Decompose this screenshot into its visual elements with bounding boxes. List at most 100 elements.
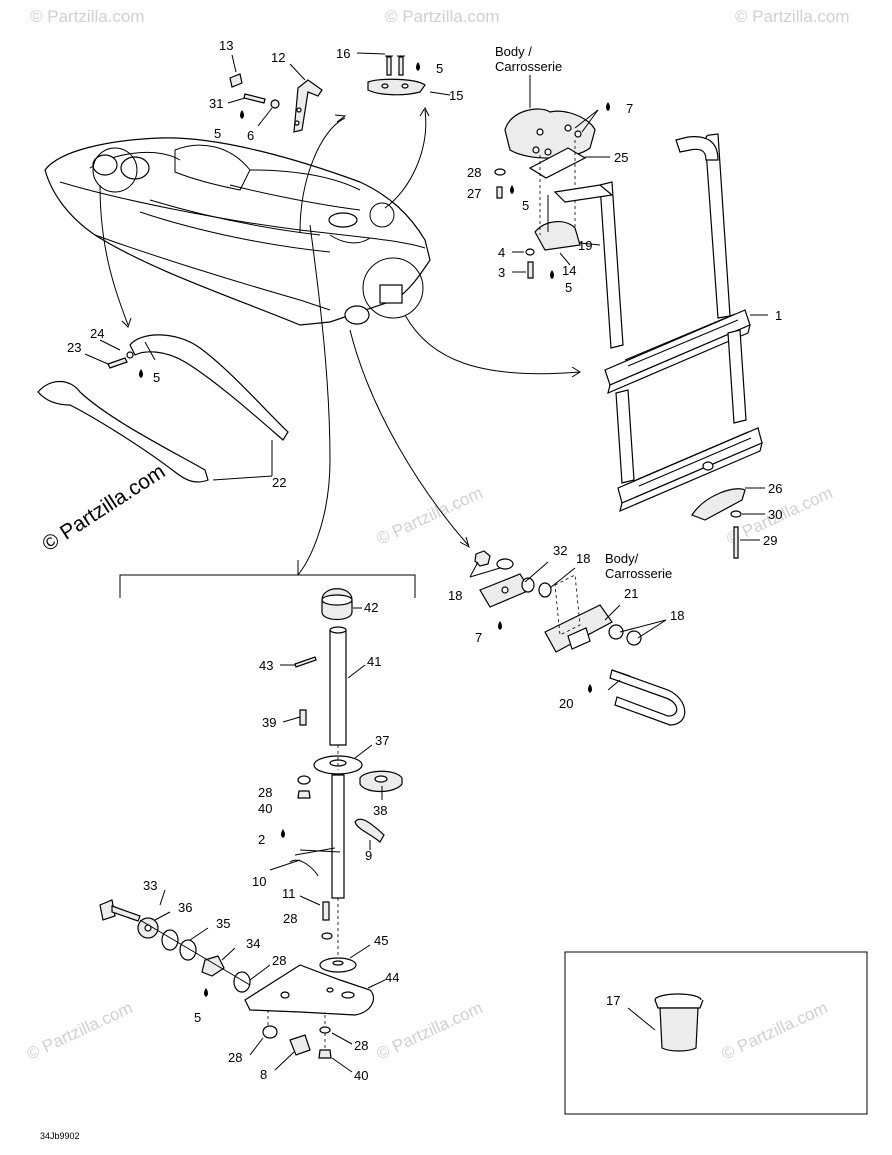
- callout: 16: [336, 46, 350, 61]
- part-36-gear: [137, 917, 159, 939]
- callout: 18: [670, 608, 684, 623]
- part-39-screw: [299, 709, 307, 726]
- part-34-nut: [201, 955, 225, 977]
- callout: 9: [365, 848, 372, 863]
- group-bracket: [119, 574, 416, 598]
- callout: 5: [565, 280, 572, 295]
- callout: 28: [467, 165, 481, 180]
- part-1-ladder: [553, 133, 763, 513]
- part-36-post-lower: [331, 774, 345, 899]
- boat-illustration: [44, 137, 431, 326]
- label-leaders: [84, 52, 768, 1073]
- part-44-base-plate: [244, 964, 375, 1016]
- part-28-8-washer-nut: [262, 1025, 332, 1059]
- callout: 7: [626, 101, 633, 116]
- part-17-box: [564, 951, 868, 1115]
- callout: 7: [475, 630, 482, 645]
- callout: 28: [283, 911, 297, 926]
- callout-labels: 13 12 31 5 6 16 5 15 7 25 28 27 5 19 4 3…: [67, 38, 782, 1083]
- callout: 40: [258, 801, 272, 816]
- callout: 27: [467, 186, 481, 201]
- callout: 28: [354, 1038, 368, 1053]
- callout: 26: [768, 481, 782, 496]
- callout: 40: [354, 1068, 368, 1083]
- watermark: © Partzilla.com: [735, 7, 850, 26]
- callout: 11: [282, 886, 296, 901]
- callout: 20: [559, 696, 573, 711]
- callout: 5: [436, 61, 443, 76]
- callout: 14: [562, 263, 576, 278]
- callout: 12: [271, 50, 285, 65]
- body-label-line1: Body /: [495, 44, 532, 59]
- watermark: © Partzilla.com: [374, 483, 486, 549]
- part-43-pin: [294, 656, 317, 668]
- callout: 43: [259, 658, 273, 673]
- part-28-40-washer-nut: [297, 775, 311, 799]
- callout: 39: [262, 715, 276, 730]
- part-35-washers: [161, 929, 197, 961]
- part-10-spring: [289, 847, 336, 877]
- part-16-screws: [385, 55, 405, 76]
- callout: 8: [260, 1067, 267, 1082]
- part-45-flange: [319, 957, 357, 973]
- small-fasteners-left: [494, 168, 535, 279]
- body-label-top: Body / Carrosserie: [495, 44, 562, 74]
- watermark: © Partzilla.com: [24, 998, 136, 1064]
- callout: 33: [143, 878, 157, 893]
- callout: 18: [576, 551, 590, 566]
- callout: 4: [498, 245, 505, 260]
- sealant-drop-icons: [139, 62, 610, 997]
- part-15-cleat: [367, 78, 426, 96]
- part-26-bumper: [691, 488, 746, 521]
- watermark: © Partzilla.com: [385, 7, 500, 26]
- callout: 1: [775, 308, 782, 323]
- body-panel-outline: [554, 574, 581, 636]
- part-11-screw: [322, 901, 330, 921]
- part-41-post: [329, 626, 347, 746]
- callout: 28: [272, 953, 286, 968]
- callout: 6: [247, 128, 254, 143]
- copyright-text: © Partzilla.com: [38, 460, 169, 556]
- callout: 15: [449, 88, 463, 103]
- part-20-u-bolt: [609, 669, 686, 726]
- part-33-bolt: [99, 899, 141, 922]
- part-12-cleat-bracket: [293, 79, 323, 133]
- callout: 18: [448, 588, 462, 603]
- body-label-line2: Carrosserie: [605, 566, 672, 581]
- callout: 10: [252, 874, 266, 889]
- watermark: © Partzilla.com: [719, 998, 831, 1064]
- callout: 31: [209, 96, 223, 111]
- part-17-cup: [654, 993, 704, 1052]
- body-label-line2: Carrosserie: [495, 59, 562, 74]
- callout: 21: [624, 586, 638, 601]
- part-9-lever: [354, 818, 385, 843]
- callout: 3: [498, 265, 505, 280]
- callout: 45: [374, 933, 388, 948]
- callout: 5: [522, 198, 529, 213]
- callout: 32: [553, 543, 567, 558]
- watermark: © Partzilla.com: [30, 7, 145, 26]
- part-22-rails: [37, 334, 289, 483]
- callout: 13: [219, 38, 233, 53]
- callout: 24: [90, 326, 104, 341]
- callout: 44: [385, 970, 399, 985]
- callout: 25: [614, 150, 628, 165]
- callout: 42: [364, 600, 378, 615]
- body-label-mid: Body/ Carrosserie: [605, 551, 672, 581]
- callout: 5: [194, 1010, 201, 1025]
- part-13-cap: [229, 73, 243, 88]
- part-32-plate: [479, 573, 531, 608]
- part-23-screw: [107, 357, 128, 369]
- part-6-washer: [270, 99, 280, 109]
- leader-lines-boat: [99, 106, 581, 576]
- part-38-flange: [359, 770, 403, 793]
- ladder-mount-body: [504, 108, 596, 159]
- callout: 36: [178, 900, 192, 915]
- callout: 19: [578, 238, 592, 253]
- callout: 23: [67, 340, 81, 355]
- watermark: © Partzilla.com: [374, 998, 486, 1064]
- callout: 30: [768, 507, 782, 522]
- callout: 29: [763, 533, 777, 548]
- part-25-plate: [528, 147, 587, 179]
